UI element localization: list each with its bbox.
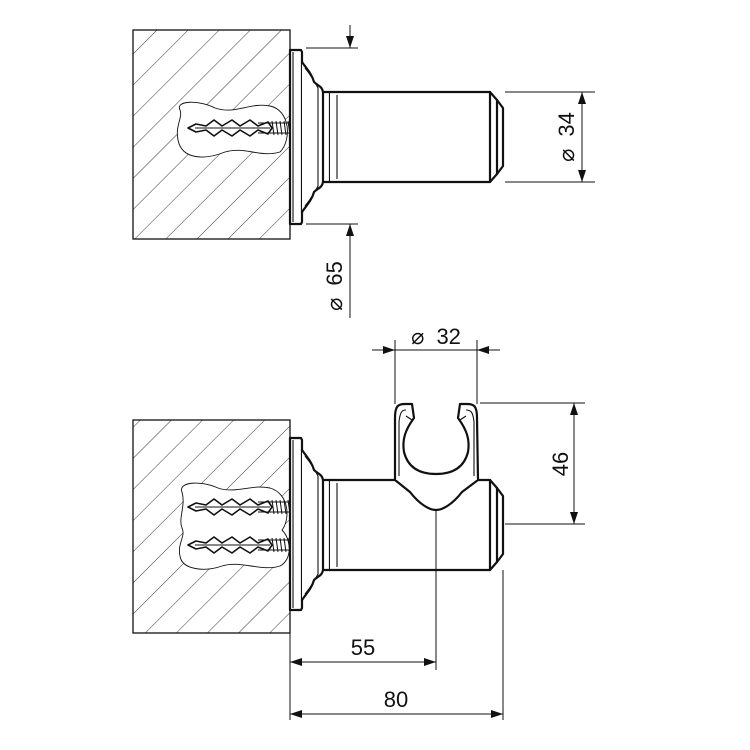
dimension-holder-height: 46 — [480, 402, 585, 525]
bottom-wall-anchor-lower-icon — [187, 536, 291, 554]
bottom-view: ⌀ 32 46 55 8 — [132, 324, 585, 720]
svg-text:⌀ 65: ⌀ 65 — [322, 261, 347, 311]
dimension-flange-diameter: ⌀ 65 — [306, 25, 358, 318]
label-total-projection: 80 — [384, 687, 408, 712]
diameter-symbol: ⌀ — [322, 298, 347, 311]
bottom-cavity — [178, 482, 290, 570]
label-holder-projection: 55 — [351, 635, 375, 660]
svg-text:⌀ 32: ⌀ 32 — [411, 324, 461, 349]
shower-holder-cradle — [393, 402, 480, 482]
bottom-flange — [288, 436, 332, 612]
label-flange-diameter: 65 — [322, 261, 347, 285]
diameter-symbol: ⌀ — [554, 149, 579, 162]
dimension-holder-diameter: ⌀ 32 — [372, 324, 500, 404]
top-flange — [288, 48, 332, 226]
dimension-holder-projection: 55 — [289, 612, 436, 720]
label-top-outlet-diameter: 34 — [554, 112, 579, 136]
top-outlet-body — [328, 90, 505, 184]
bottom-wall-section — [132, 419, 291, 634]
bottom-wall-anchor-upper-icon — [187, 498, 291, 516]
svg-text:⌀ 34: ⌀ 34 — [554, 112, 579, 162]
label-holder-height: 46 — [548, 452, 573, 476]
diameter-symbol: ⌀ — [411, 324, 424, 349]
top-view: ⌀ 34 ⌀ 65 — [132, 25, 595, 318]
top-wall-anchor-icon — [187, 119, 291, 137]
bottom-holder-body — [328, 478, 505, 572]
label-holder-diameter: 32 — [436, 324, 460, 349]
dimension-total-projection: 80 — [290, 570, 504, 720]
dimension-top-outlet-diameter: ⌀ 34 — [505, 91, 595, 183]
